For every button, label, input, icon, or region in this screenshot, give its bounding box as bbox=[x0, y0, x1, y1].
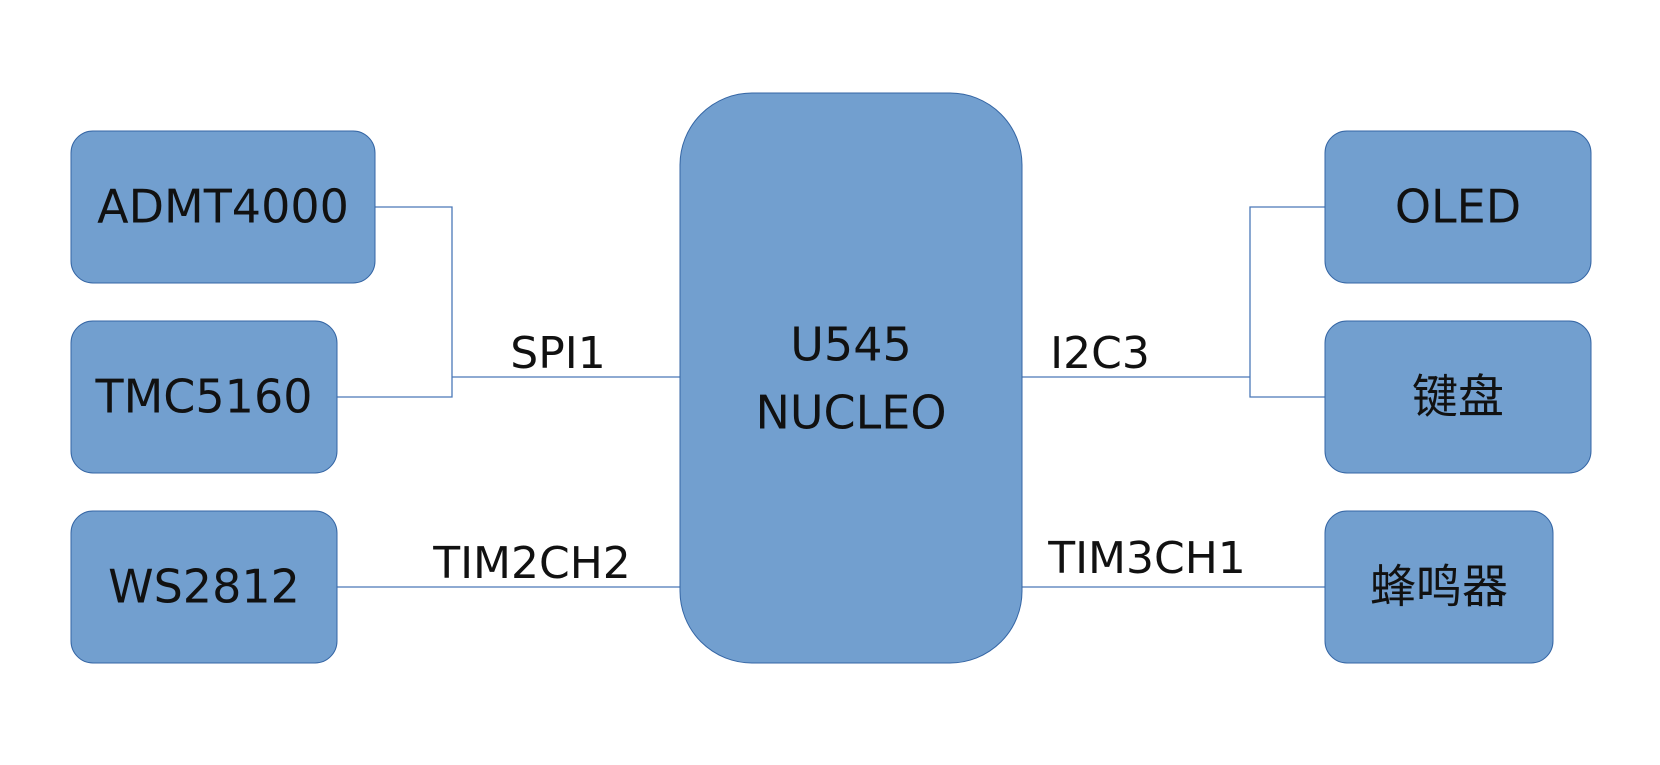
wire-oled-i2c bbox=[1249, 206, 1325, 398]
block-keyboard: 键盘 bbox=[1324, 320, 1592, 474]
block-ws2812: WS2812 bbox=[70, 510, 338, 664]
bus-label-i2c3: I2C3 bbox=[1050, 328, 1150, 379]
block-oled-label: OLED bbox=[1395, 180, 1521, 234]
connections bbox=[337, 206, 1325, 588]
block-oled: OLED bbox=[1324, 130, 1592, 284]
bus-label-tim2ch2: TIM2CH2 bbox=[432, 538, 631, 589]
bus-label-tim3ch1: TIM3CH1 bbox=[1047, 533, 1246, 584]
block-mcu-label-line2: NUCLEO bbox=[755, 386, 946, 440]
block-tmc5160: TMC5160 bbox=[70, 320, 338, 474]
wire-tmc5160-spi bbox=[337, 377, 453, 398]
block-buzzer: 蜂鸣器 bbox=[1324, 510, 1554, 664]
wire-admt4000-spi bbox=[375, 206, 453, 377]
block-admt4000: ADMT4000 bbox=[70, 130, 376, 284]
block-mcu-label-line1: U545 bbox=[790, 318, 911, 372]
block-admt4000-label: ADMT4000 bbox=[97, 180, 349, 234]
block-ws2812-label: WS2812 bbox=[108, 560, 300, 614]
block-tmc5160-label: TMC5160 bbox=[95, 370, 313, 424]
block-buzzer-label: 蜂鸣器 bbox=[1370, 560, 1508, 614]
block-keyboard-label: 键盘 bbox=[1412, 370, 1504, 424]
bus-label-spi1: SPI1 bbox=[510, 328, 605, 379]
block-mcu: U545 NUCLEO bbox=[679, 92, 1023, 664]
